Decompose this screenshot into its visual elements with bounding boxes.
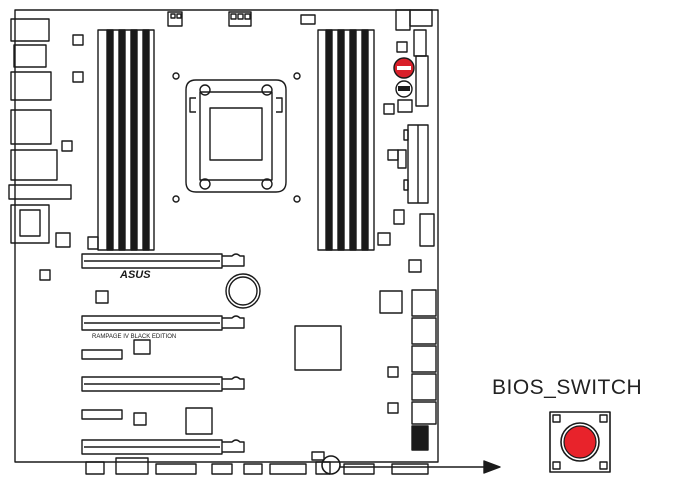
right-mid-components	[377, 149, 435, 273]
bios-switch-location	[321, 455, 341, 475]
board-outline	[14, 9, 439, 463]
sata-ports	[379, 289, 437, 451]
bios-switch-icon	[549, 411, 611, 473]
onboard-reset-button	[395, 80, 413, 98]
pcie-slot-3	[81, 376, 245, 392]
pcie-slot-1	[81, 236, 245, 269]
pcie-slot-2	[81, 315, 245, 331]
top-connectors	[167, 9, 433, 31]
rear-io-ports	[8, 18, 72, 244]
cmos-battery	[225, 273, 261, 309]
mid-left-components	[81, 339, 213, 435]
right-top-components	[383, 29, 429, 115]
dimm-slots-right	[317, 29, 375, 251]
bios-switch-label: BIOS_SWITCH	[492, 376, 643, 399]
pointer-arrow	[340, 460, 501, 474]
pcie-slot-4	[81, 439, 245, 455]
dimm-slots-left	[97, 29, 155, 251]
board-logo: ASUS	[119, 269, 151, 281]
chipset	[294, 325, 342, 371]
board-model-label: RAMPAGE IV BLACK EDITION	[92, 334, 176, 340]
onboard-power-button	[393, 57, 415, 79]
atx-power-connector	[397, 124, 429, 204]
bottom-headers	[85, 451, 429, 475]
left-components	[39, 34, 84, 281]
cpu-socket	[172, 72, 301, 203]
small-component	[95, 290, 109, 304]
